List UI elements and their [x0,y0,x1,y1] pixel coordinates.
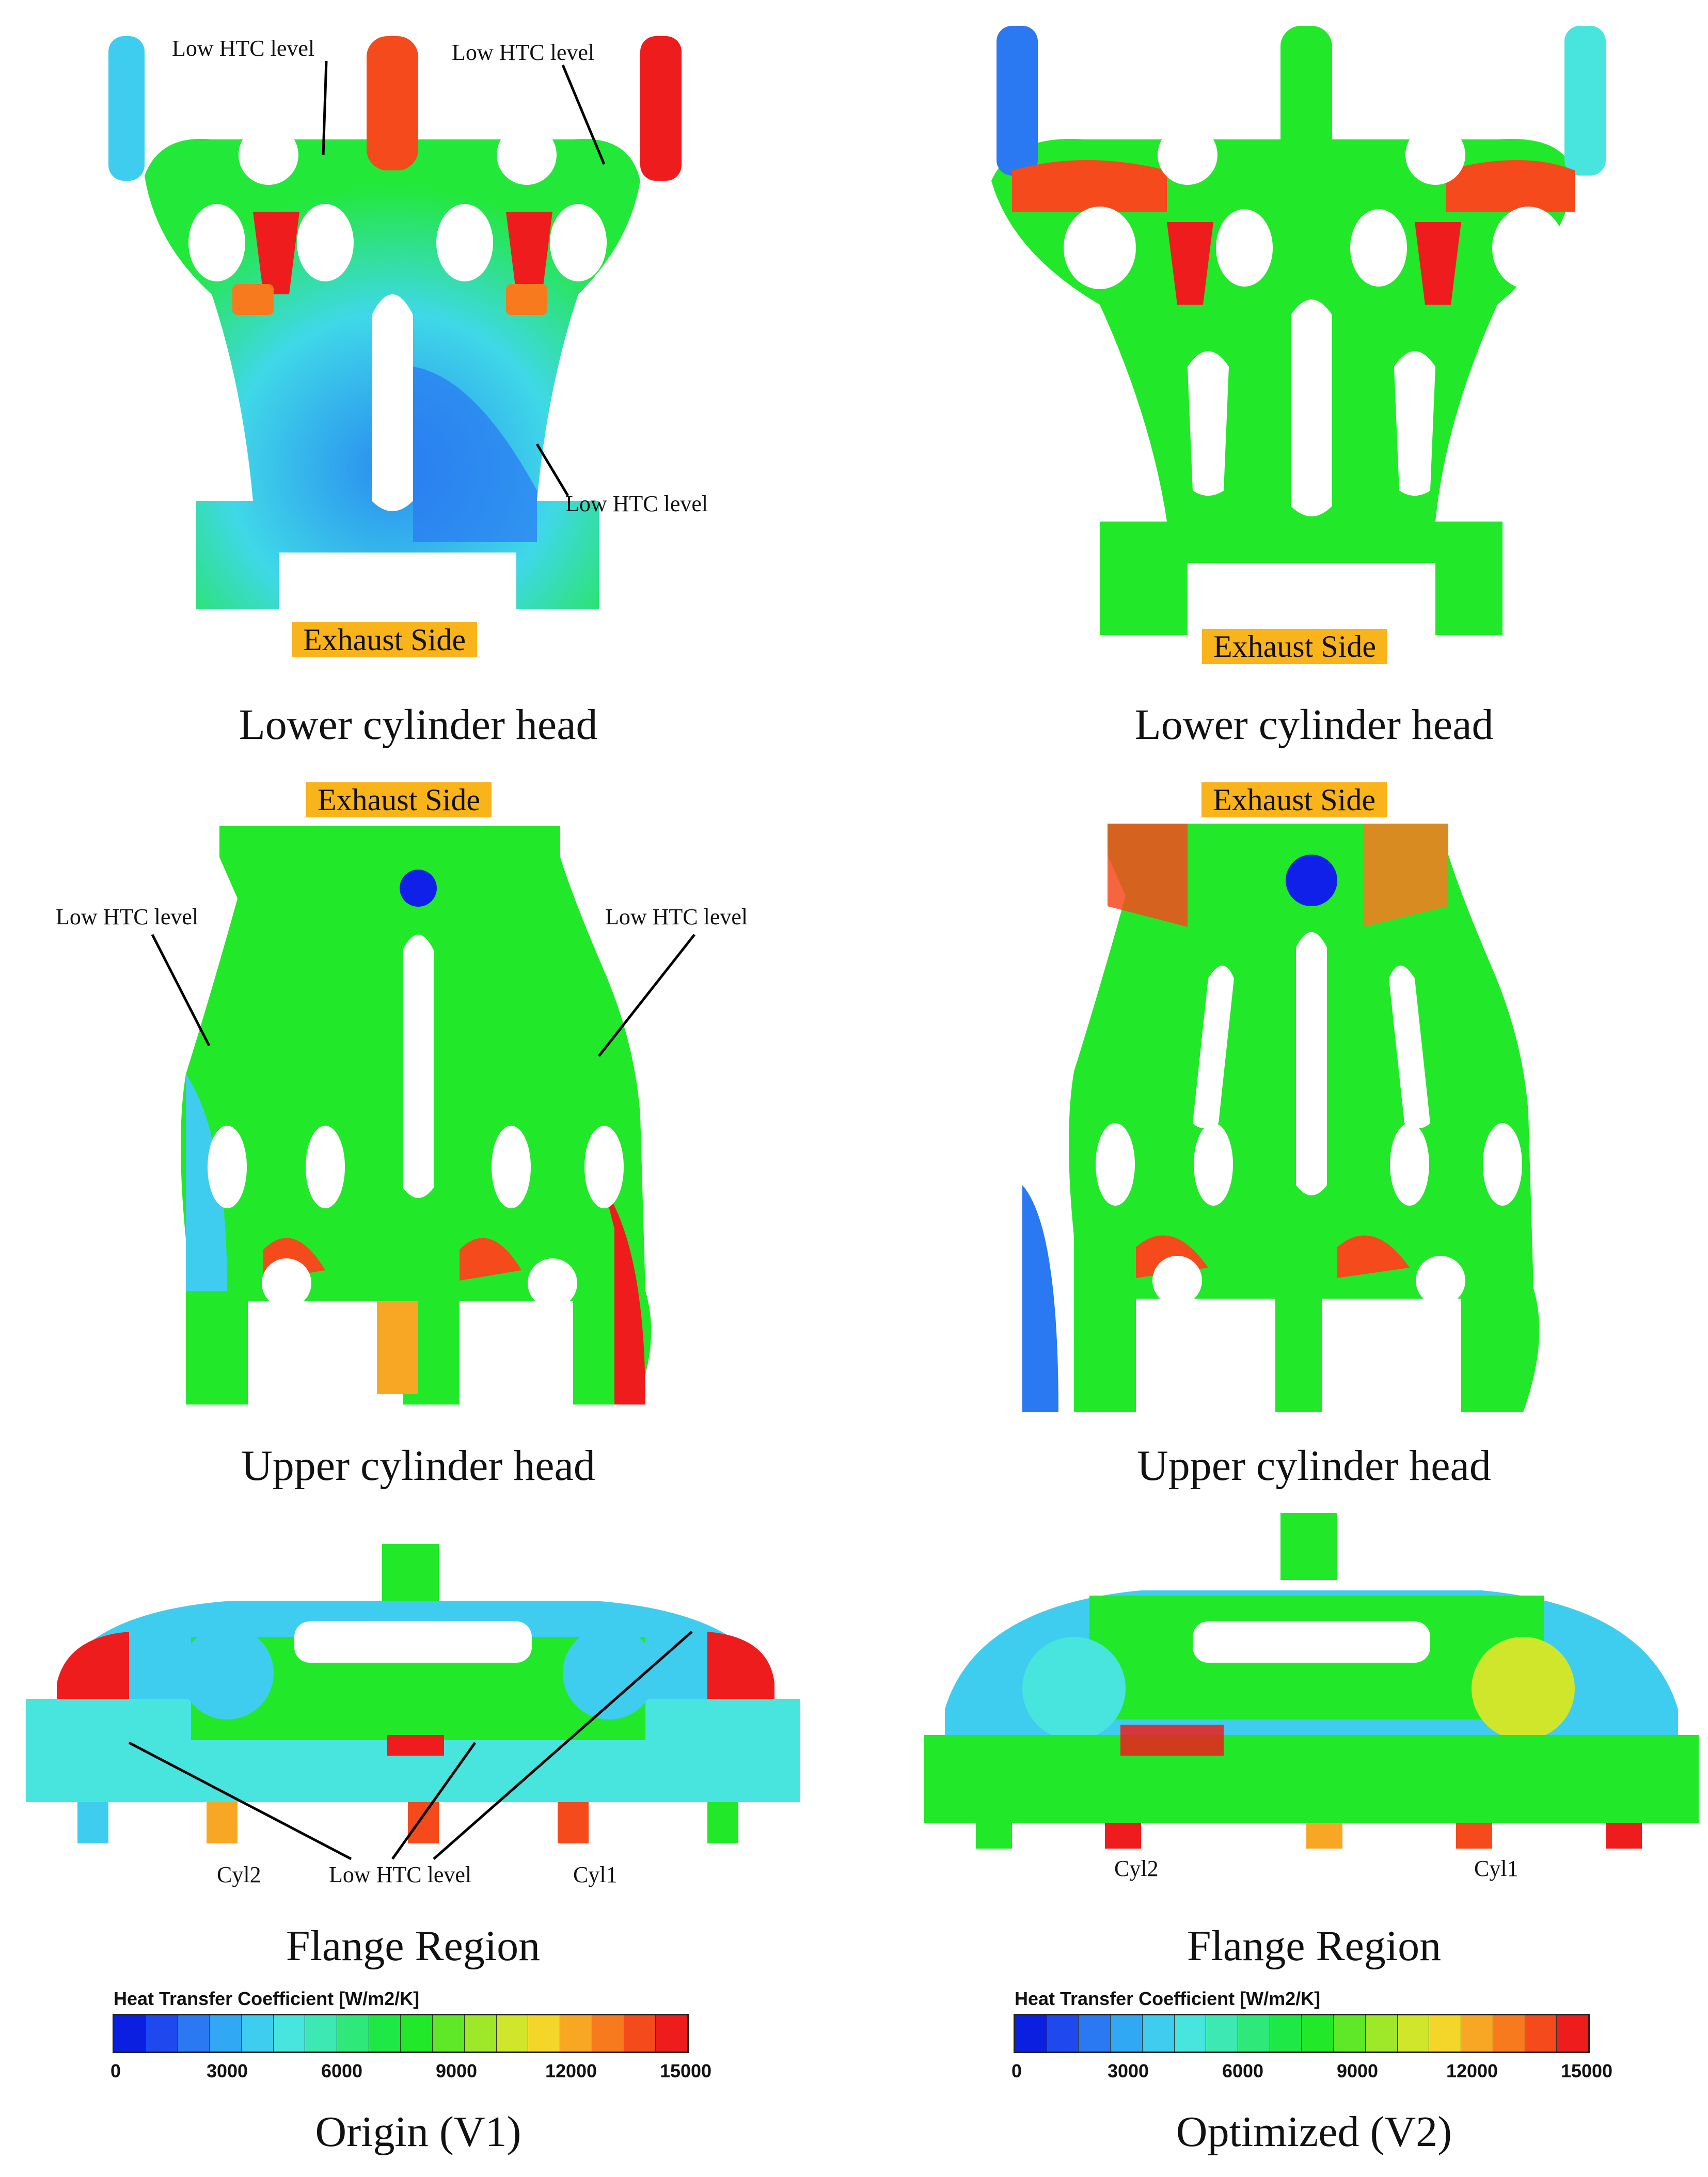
colorbar-swatch-left-12 [496,2015,529,2052]
colorbar-swatch-right-3 [1111,2015,1143,2052]
cyl1-label-v1: Cyl1 [573,1862,618,1887]
low-htc-annotation-lower-v1-a: Low HTC level [172,36,315,61]
colorbar-tick-left-5: 15000 [659,2060,712,2081]
colorbar-tick-right-1: 3000 [1107,2060,1149,2081]
caption-flange-region-v2: Flange Region [1187,1922,1442,1970]
caption-lower-cylinder-head-v1: Lower cylinder head [239,701,598,749]
colorbar-swatch-left-13 [528,2015,561,2052]
colorbar-swatch-right-5 [1174,2015,1207,2052]
colorbar-swatch-left-9 [401,2015,433,2052]
colorbar-tick-left-0: 0 [110,2060,121,2081]
colorbar-swatch-right-17 [1557,2015,1588,2052]
colorbar-swatch-right-13 [1429,2015,1462,2052]
colorbar-swatch-left-0 [114,2015,146,2052]
colorbar-swatch-left-15 [592,2015,624,2052]
colorbar-swatch-right-10 [1334,2015,1366,2052]
low-htc-annotation-upper-v1-a: Low HTC level [56,904,199,929]
colorbar-swatch-right-6 [1206,2015,1239,2052]
colorbar-swatch-right-16 [1525,2015,1557,2052]
colorbar-swatch-left-5 [273,2015,306,2052]
lower-head-v2-contour [991,26,1606,640]
cyl1-label-v2: Cyl1 [1474,1856,1519,1881]
colorbar-tick-left-1: 3000 [206,2060,248,2081]
colorbar-tick-right-0: 0 [1011,2060,1022,2081]
exhaust-side-tag-upper-v2: Exhaust Side [1201,782,1387,817]
colorbar-tick-left-2: 6000 [321,2060,363,2081]
colorbar-swatch-left-3 [210,2015,242,2052]
colorbar-title-v2: Heat Transfer Coefficient [W/m2/K] [1015,1988,1321,2009]
colorbar-swatch-right-7 [1238,2015,1270,2052]
colorbar-tick-left-4: 12000 [545,2060,597,2081]
colorbar-swatch-left-6 [305,2015,338,2052]
cyl2-label-v1: Cyl2 [217,1862,261,1887]
colorbar-swatch-left-17 [656,2015,687,2052]
cyl2-label-v2: Cyl2 [1114,1856,1159,1881]
caption-origin-v1: Origin (V1) [315,2108,521,2156]
annotation-arrows-upper-v1 [151,934,695,1057]
caption-flange-region-v1: Flange Region [286,1922,541,1970]
exhaust-side-tag-upper-v1: Exhaust Side [306,782,492,817]
caption-lower-cylinder-head-v2: Lower cylinder head [1134,701,1494,749]
colorbar-swatch-right-8 [1270,2015,1302,2052]
colorbar-swatch-left-4 [241,2015,274,2052]
annotation-arrows-flange-v1 [128,1631,693,1860]
upper-head-v2-contour [1022,824,1540,1412]
colorbar-tick-right-4: 12000 [1446,2060,1498,2081]
low-htc-annotation-lower-v1-b: Low HTC level [452,40,595,65]
colorbar-swatch-left-7 [337,2015,369,2052]
flange-v2-contour [924,1513,1699,1849]
lower-head-v1-contour [108,36,682,614]
colorbar-swatch-left-8 [369,2015,401,2052]
colorbar-swatch-right-14 [1461,2015,1493,2052]
exhaust-side-tag-lower-v2: Exhaust Side [1202,629,1387,664]
colorbar-v2 [1014,2014,1590,2053]
colorbar-swatch-right-9 [1302,2015,1334,2052]
colorbar-swatch-left-2 [178,2015,210,2052]
colorbar-tick-left-3: 9000 [435,2060,478,2081]
colorbar-swatch-left-10 [433,2015,465,2052]
colorbar-v1 [113,2014,689,2053]
low-htc-annotation-lower-v1-c: Low HTC level [565,491,708,516]
colorbar-swatch-right-12 [1397,2015,1430,2052]
colorbar-swatch-right-15 [1493,2015,1525,2052]
caption-optimized-v2: Optimized (V2) [1176,2108,1452,2156]
annotation-arrows-lower-v1 [322,60,606,497]
colorbar-swatch-left-11 [464,2015,497,2052]
low-htc-label-flange-v1: Low HTC level [329,1862,472,1887]
colorbar-swatch-left-1 [146,2015,178,2052]
flange-v1-contour [26,1544,800,1843]
upper-head-v1-contour [181,826,652,1405]
caption-upper-cylinder-head-v2: Upper cylinder head [1137,1442,1491,1490]
colorbar-swatch-right-2 [1079,2015,1111,2052]
colorbar-title-v1: Heat Transfer Coefficient [W/m2/K] [114,1988,420,2009]
colorbar-swatch-right-11 [1365,2015,1398,2052]
low-htc-annotation-upper-v1-b: Low HTC level [605,904,748,929]
colorbar-swatch-right-4 [1142,2015,1175,2052]
caption-upper-cylinder-head-v1: Upper cylinder head [241,1442,595,1490]
exhaust-side-tag-lower-v1: Exhaust Side [292,622,477,657]
colorbar-tick-right-3: 9000 [1336,2060,1379,2081]
colorbar-swatch-right-0 [1015,2015,1047,2052]
colorbar-swatch-right-1 [1047,2015,1079,2052]
colorbar-swatch-left-14 [560,2015,592,2052]
colorbar-tick-right-5: 15000 [1560,2060,1613,2081]
colorbar-tick-right-2: 6000 [1222,2060,1264,2081]
colorbar-swatch-left-16 [624,2015,656,2052]
